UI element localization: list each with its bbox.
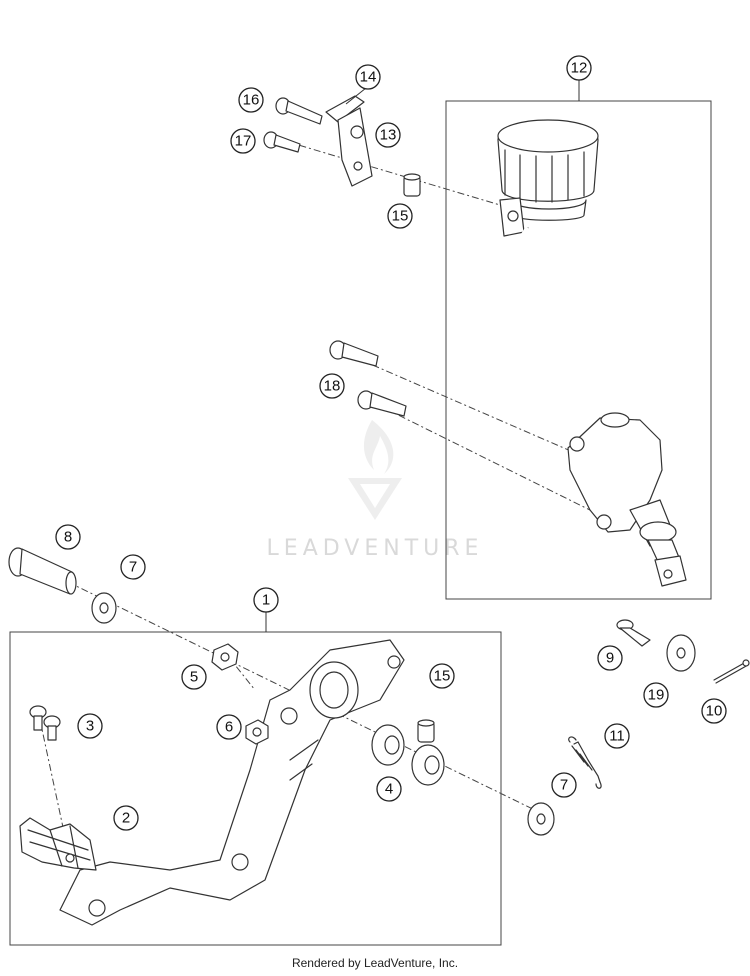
callout-10: 10 — [701, 698, 727, 724]
svg-text:15: 15 — [392, 208, 409, 225]
bearing-2 — [411, 744, 445, 786]
svg-text:7: 7 — [129, 559, 137, 576]
step-screws — [29, 705, 61, 741]
cylinder-bolt-lower — [357, 390, 407, 417]
spacer-bushing-upper — [403, 173, 421, 197]
cotter-pin — [713, 659, 750, 684]
callout-9: 9 — [597, 645, 623, 671]
callout-19: 19 — [643, 682, 669, 708]
svg-text:4: 4 — [385, 781, 393, 798]
bearing-1 — [371, 724, 405, 766]
brake-pedal — [59, 639, 405, 926]
callout-14: 14 — [355, 64, 381, 90]
bracket-screw-17 — [263, 131, 301, 153]
mounting-bracket — [325, 95, 373, 187]
callout-17: 17 — [230, 128, 256, 154]
svg-text:15: 15 — [434, 668, 451, 685]
svg-text:10: 10 — [706, 703, 723, 720]
svg-text:2: 2 — [122, 810, 130, 827]
svg-text:19: 19 — [648, 687, 665, 704]
cylinder-bolt-upper — [329, 340, 379, 367]
svg-text:16: 16 — [243, 92, 260, 109]
svg-text:6: 6 — [225, 719, 233, 736]
callout-16: 16 — [238, 87, 264, 113]
svg-text:13: 13 — [380, 127, 397, 144]
callout-15-lower: 15 — [429, 663, 455, 689]
washer-upper — [91, 592, 117, 624]
axis-bolt-lower — [371, 401, 601, 516]
callout-1: 1 — [253, 587, 279, 613]
svg-text:17: 17 — [235, 133, 252, 150]
svg-text:8: 8 — [64, 529, 72, 546]
spacer-bushing-lower — [417, 719, 435, 743]
callout-4: 4 — [376, 776, 402, 802]
watermark-logo — [348, 420, 402, 520]
svg-text:12: 12 — [571, 60, 588, 77]
svg-text:11: 11 — [609, 728, 625, 745]
callout-7-upper: 7 — [120, 554, 146, 580]
callout-18: 18 — [319, 373, 345, 399]
watermark-text: LEADVENTURE — [267, 536, 484, 561]
brake-fluid-reservoir — [497, 119, 599, 237]
callout-5: 5 — [181, 664, 207, 690]
brake-step-plate — [19, 817, 97, 871]
svg-text:5: 5 — [190, 669, 198, 686]
leader-14 — [345, 87, 367, 105]
svg-text:9: 9 — [606, 650, 614, 667]
callout-3: 3 — [77, 713, 103, 739]
clevis-pin — [616, 619, 651, 647]
svg-text:18: 18 — [324, 378, 341, 395]
brake-pedal-group-box — [9, 631, 502, 946]
svg-text:3: 3 — [86, 718, 94, 735]
callout-15-upper: 15 — [387, 203, 413, 229]
pivot-bolt — [8, 547, 77, 595]
master-cylinder-body — [567, 412, 687, 587]
callout-6: 6 — [216, 714, 242, 740]
callout-13: 13 — [375, 122, 401, 148]
axis-bolt-upper — [344, 352, 581, 456]
callout-11: 11 — [604, 723, 630, 749]
svg-text:7: 7 — [560, 777, 568, 794]
svg-text:14: 14 — [360, 69, 377, 86]
lock-nut — [245, 719, 269, 745]
callout-2: 2 — [113, 805, 139, 831]
return-spring — [568, 736, 602, 789]
nut — [211, 643, 239, 671]
callout-8: 8 — [55, 524, 81, 550]
render-credit: Rendered by LeadVenture, Inc. — [291, 956, 459, 970]
washer-19 — [666, 634, 696, 672]
callout-12: 12 — [566, 55, 592, 81]
washer-lower — [527, 802, 555, 836]
svg-text:1: 1 — [262, 592, 270, 609]
callout-7-lower: 7 — [551, 772, 577, 798]
bracket-screw-16 — [275, 97, 323, 125]
axis-bracket-upper — [284, 140, 501, 206]
axis-step-screws — [39, 719, 71, 861]
